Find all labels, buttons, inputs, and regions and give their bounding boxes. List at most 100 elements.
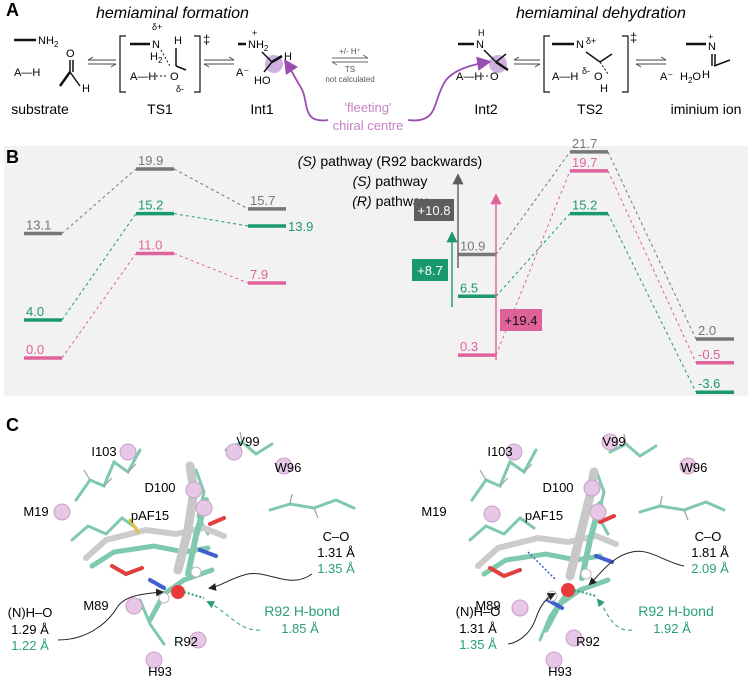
right-residue-ball-paf15 <box>589 503 607 521</box>
panel-b: B (S) pathway (R92 backwards) (S) pathwa… <box>4 136 748 396</box>
left-hbond-value: 1.85 Å <box>281 621 319 636</box>
ts2-o: O <box>594 71 603 83</box>
ts1-delta-minus: δ- <box>176 84 184 94</box>
right-residue-label-m19: M19 <box>421 504 446 519</box>
right-residue-ball-m19 <box>483 505 501 523</box>
right-green-value-0: 6.5 <box>460 280 478 295</box>
fleeting-arrow-right <box>407 56 492 122</box>
panel-a-letter: A <box>6 0 19 20</box>
fleeting-label: 'fleeting' <box>345 100 392 115</box>
right-pink-value-0: 0.3 <box>460 339 478 354</box>
left-residue-label-d100: D100 <box>144 480 175 495</box>
right-green-value-1: 15.2 <box>572 198 597 213</box>
left-pink-value-0: 0.0 <box>26 342 44 357</box>
right-hbond-arrow <box>596 598 633 631</box>
left-nh-green: 1.22 Å <box>11 638 49 653</box>
right-nh-black: 1.31 Å <box>459 621 497 636</box>
left-co-black: 1.31 Å <box>317 545 355 560</box>
int1-structure: + NH2 H A⁻ HO <box>236 28 292 87</box>
ts1-delta-plus: δ+ <box>152 22 162 32</box>
right-residue-label-paf15: pAF15 <box>525 508 563 523</box>
left-residue-ball-i103 <box>119 443 137 461</box>
int1-plus: + <box>252 28 257 38</box>
right-residue-label-i103: I103 <box>487 444 512 459</box>
annotations-left: C–O 1.31 Å 1.35 Å (N)H–O 1.29 Å 1.22 Å R… <box>8 529 356 653</box>
substrate-nh2: NH2 <box>38 35 59 49</box>
ts1-h2: H2 <box>150 51 163 65</box>
panel-a: A hemiaminal formation hemiaminal dehydr… <box>6 0 741 133</box>
left-green-connector-1 <box>173 213 249 227</box>
ts2-h: H <box>600 83 608 95</box>
left-residue-ball-m89 <box>125 597 143 615</box>
int2-structure: N H A—H O <box>456 28 509 83</box>
right-residue-ball-r92 <box>565 629 583 647</box>
left-residue-label-m19: M19 <box>23 504 48 519</box>
int2-h: H <box>478 28 485 38</box>
ts1-structure: ‡ δ+ N H2 H A—H O δ- <box>119 22 210 94</box>
right-residue-label-h93: H93 <box>548 664 572 679</box>
substrate-acid: A—H <box>14 67 40 79</box>
equilibrium-arrows-2 <box>203 56 235 68</box>
left-residue-ball-h93 <box>145 651 163 669</box>
right-nh-title: (N)H–O <box>456 604 501 619</box>
int1-nh2: NH2 <box>248 39 269 53</box>
energy-levels: 13.119.915.74.015.213.90.011.07.910.921.… <box>24 136 734 394</box>
right-gray-value-2: 2.0 <box>698 323 716 338</box>
right-residue-label-m89: M89 <box>475 598 500 613</box>
panel-c: C <box>6 415 729 679</box>
left-nh-title: (N)H–O <box>8 605 53 620</box>
legend-pink: (R) pathway <box>352 193 427 209</box>
left-nh-arrow <box>57 588 164 641</box>
chiral-centre-label: chiral centre <box>333 118 404 133</box>
right-co-title: C–O <box>695 529 722 544</box>
iminium-a-minus: A⁻ <box>660 71 673 83</box>
left-residue-label-paf15: pAF15 <box>131 508 169 523</box>
proton-label: +/- H⁺ <box>339 47 361 56</box>
left-green-value-1: 15.2 <box>138 198 163 213</box>
left-pink-value-1: 11.0 <box>138 238 162 253</box>
ts1-h: H <box>174 35 182 47</box>
right-green-value-2: -3.6 <box>698 376 720 391</box>
left-pink-value-2: 7.9 <box>250 267 268 282</box>
equilibrium-arrows-1 <box>87 56 117 68</box>
right-residue-ball-w96 <box>679 457 697 475</box>
int1-ho: HO <box>254 75 271 87</box>
equilibrium-arrows-3 <box>513 56 541 68</box>
iminium-water: H2O <box>680 71 701 85</box>
ts2-n: N <box>576 39 584 51</box>
barrier-pink: +19.4 <box>505 313 538 328</box>
iminium-n: N <box>708 41 716 53</box>
right-pink-value-2: -0.5 <box>698 347 720 362</box>
left-residue-label-i103: I103 <box>91 444 116 459</box>
right-residue-label-r92: R92 <box>576 634 600 649</box>
ts1-acid: A—H <box>130 71 156 83</box>
right-hbond-value: 1.92 Å <box>653 621 691 636</box>
left-residue-label-w96: W96 <box>275 460 302 475</box>
right-co-green: 2.09 Å <box>691 561 729 576</box>
left-pink-connector-1 <box>173 253 249 284</box>
right-residue-ball-v99 <box>601 433 619 451</box>
barrier-box-green <box>412 259 448 281</box>
right-residue-ball-h93 <box>545 651 563 669</box>
right-residue-ball-d100 <box>583 479 601 497</box>
left-green-connector-0 <box>61 213 137 321</box>
left-residue-ball-paf15 <box>195 499 213 517</box>
right-pink-connector-1 <box>607 170 697 363</box>
iminium-h: H <box>702 69 710 81</box>
legend-gray: (S) pathway (R92 backwards) <box>298 153 482 169</box>
right-co-arrow <box>588 550 685 586</box>
legend-green: (S) pathway <box>353 173 428 189</box>
label-int1: Int1 <box>250 101 274 117</box>
right-residue-ball-m89 <box>511 599 529 617</box>
left-green-value-0: 4.0 <box>26 304 44 319</box>
species-labels: substrate TS1 Int1 Int2 TS2 iminium ion <box>11 101 741 117</box>
left-green-value-2: 13.9 <box>288 219 313 234</box>
label-substrate: substrate <box>11 101 69 117</box>
ts1-n: N <box>152 39 160 51</box>
int2-o: O <box>490 71 499 83</box>
ts2-structure: ‡ N δ+ A—H δ- O H <box>543 30 637 95</box>
int2-acid: A—H <box>456 71 482 83</box>
int1-a-minus: A⁻ <box>236 67 249 79</box>
